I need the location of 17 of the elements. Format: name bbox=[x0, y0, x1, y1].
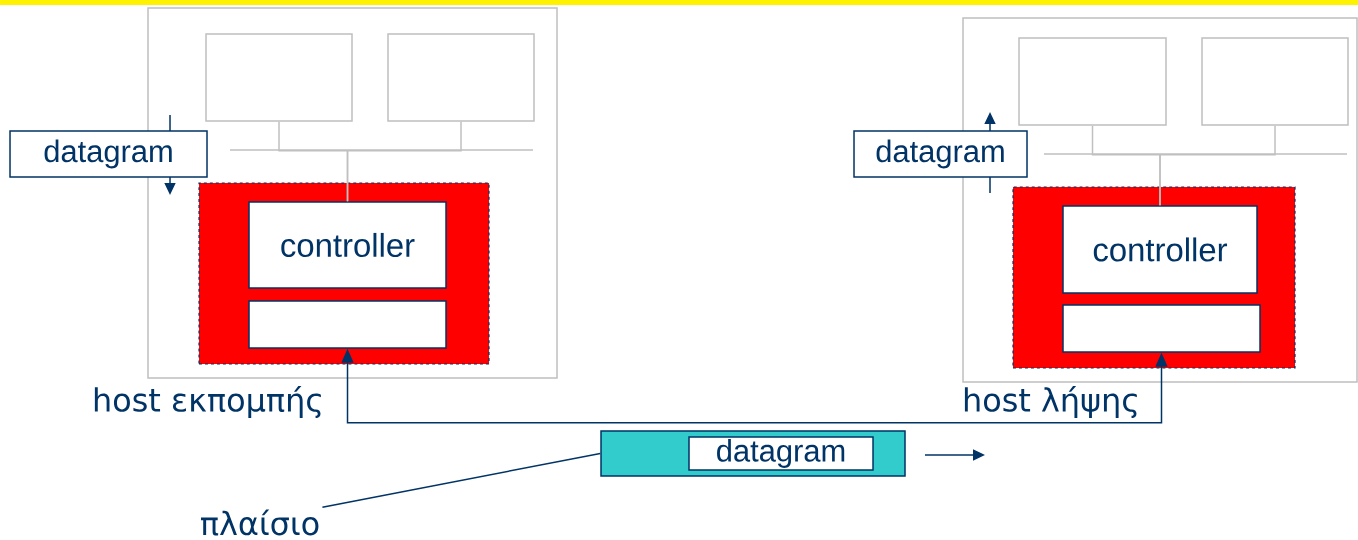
device-box bbox=[1201, 37, 1349, 126]
bus-stub bbox=[346, 121, 462, 202]
bus-stub bbox=[1159, 125, 1276, 206]
node-label: host εκπομπής bbox=[94, 385, 321, 419]
port-box bbox=[248, 300, 447, 349]
datagram-box: datagram bbox=[853, 130, 1028, 178]
device-box bbox=[205, 33, 353, 122]
leader-line bbox=[321, 452, 601, 508]
port-box bbox=[1062, 304, 1261, 353]
datagram-box: datagram bbox=[688, 436, 874, 471]
datagram-box: datagram bbox=[9, 130, 208, 178]
device-box bbox=[1018, 37, 1167, 126]
node-label: host λήψης bbox=[964, 385, 1137, 419]
frame-label: πλαίσιο bbox=[201, 509, 319, 536]
device-box bbox=[387, 33, 535, 122]
controller-box: controller bbox=[248, 201, 447, 289]
controller-box: controller bbox=[1062, 205, 1258, 294]
